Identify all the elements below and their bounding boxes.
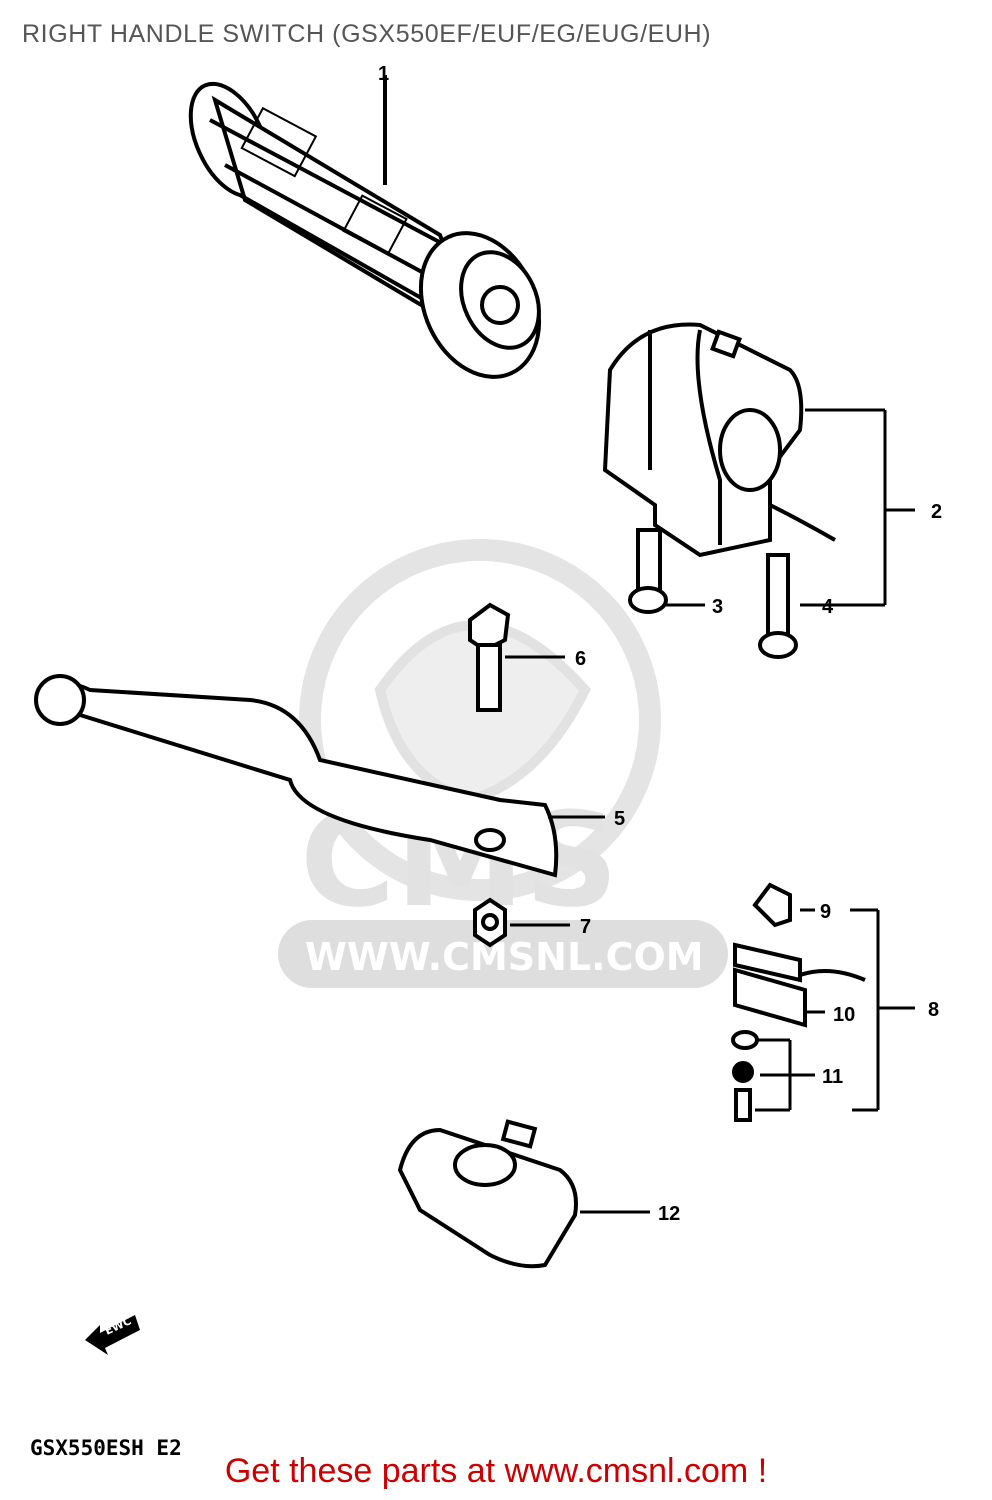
callout-6: 6 — [575, 648, 586, 670]
grip-part — [188, 75, 542, 379]
callout-9: 9 — [820, 901, 831, 923]
brake-lever-part — [34, 674, 559, 878]
footer-link[interactable]: Get these parts at www.cmsnl.com ! — [224, 1452, 768, 1490]
callout-1: 1 — [378, 63, 389, 85]
diagram-title: RIGHT HANDLE SWITCH (GSX550EF/EUF/EG/EUG… — [22, 20, 712, 48]
switch-housing-part — [602, 322, 836, 558]
callout-8: 8 — [928, 999, 939, 1021]
callout-3: 3 — [712, 596, 723, 618]
reservoir-cap-part — [397, 1119, 578, 1269]
callout-7: 7 — [580, 916, 591, 938]
direction-arrow-icon: EWC — [85, 1314, 140, 1355]
bolt-part — [468, 602, 511, 712]
callout-12: 12 — [658, 1203, 680, 1225]
nut-part — [473, 897, 507, 948]
callout-10: 10 — [833, 1004, 855, 1026]
callout-labels: 1 2 3 4 5 6 7 8 9 10 11 12 — [378, 63, 942, 1225]
callout-11: 11 — [822, 1066, 843, 1088]
stop-switch-parts — [731, 882, 866, 1122]
cms-watermark: CMS WWW.CMSNL.COM — [278, 539, 728, 988]
leader-lines — [505, 408, 915, 1214]
screw-parts — [628, 528, 798, 659]
callout-4: 4 — [822, 596, 834, 618]
model-code: GSX550ESH E2 — [30, 1436, 182, 1460]
watermark-url: WWW.CMSNL.COM — [305, 935, 704, 979]
callout-5: 5 — [614, 808, 625, 830]
callout-2: 2 — [931, 501, 942, 523]
